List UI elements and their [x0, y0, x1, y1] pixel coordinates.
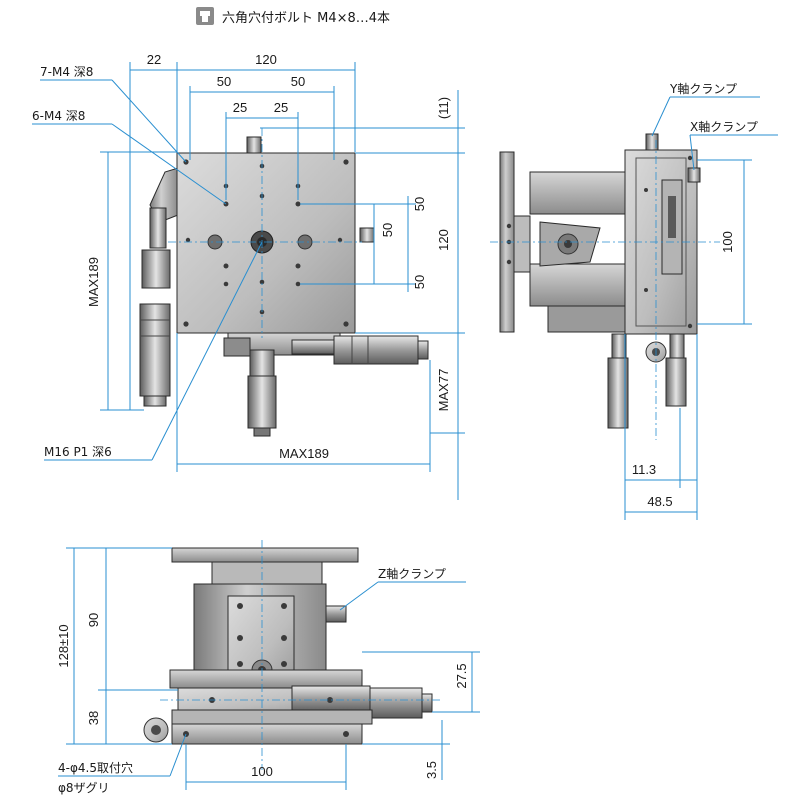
mount-holes-label: 4-φ4.5取付穴: [58, 760, 133, 775]
x-clamp-knob: [687, 167, 701, 183]
callout-center-tap: M16 P1 深6: [44, 445, 112, 459]
counterbore-label: φ8ザグリ: [58, 781, 110, 795]
dim-width-top: 120: [255, 52, 277, 67]
dim-side-depth: 48.5: [647, 494, 672, 509]
dim-side-offset: 11.3: [632, 462, 656, 477]
dim-max-width: MAX189: [279, 446, 329, 461]
x-micrometer-bottom: [223, 332, 429, 437]
callout-tap-6: 6-M4 深8: [32, 109, 85, 123]
z-clamp-knob: [325, 605, 347, 623]
dim-max-depth: MAX77: [436, 369, 451, 412]
dim-side-height: 100: [720, 231, 735, 253]
dim-offset-left: 22: [147, 52, 161, 67]
dim-height-total: 120: [436, 229, 451, 251]
right-clamp-knob: [359, 227, 375, 243]
top-view: 22 120 50 50 25 25 (11) 120 50 50: [32, 52, 465, 500]
dim-offset-top: (11): [436, 97, 451, 119]
front-base: [171, 723, 363, 745]
top-callouts: 7-M4 深8 6-M4 深8 M16 P1 深6: [32, 65, 263, 461]
bottom-max-dimension: MAX189: [176, 333, 431, 472]
dim-v-lower: 50: [412, 275, 427, 289]
side-view: Y軸クランプ X軸クランプ 100 11.3 48.5: [490, 82, 778, 520]
dim-front-lower: 38: [86, 711, 101, 725]
bolt-note-text: 六角穴付ボルト M4×8…4本: [222, 11, 390, 26]
y-clamp-label: Y軸クランプ: [669, 82, 737, 96]
dim-front-total-height: 128±10: [56, 624, 71, 667]
hex-socket-bolt-icon: [196, 7, 214, 25]
dim-half-left: 50: [217, 74, 231, 89]
right-dimensions: (11) 120 50 50 50 MAX77: [260, 90, 465, 500]
z-clamp-label: Z軸クランプ: [378, 567, 446, 581]
dim-front-base-width: 100: [251, 764, 273, 779]
header-note: 六角穴付ボルト M4×8…4本: [196, 7, 390, 26]
dim-front-right-bottom: 3.5: [424, 761, 439, 779]
dim-max-height: MAX189: [86, 257, 101, 307]
top-dimensions: 22 120 50 50 25 25: [129, 52, 356, 410]
front-top-plate: [171, 547, 359, 563]
y-micrometer-left: [139, 167, 179, 407]
left-max-dimension: MAX189: [86, 151, 177, 411]
dim-front-right-mid: 27.5: [454, 663, 469, 688]
dim-quarter-right: 25: [274, 100, 288, 115]
front-view: Z軸クランプ 4-φ4.5取付穴 φ8ザグリ 128±10 90 38 27.5…: [56, 540, 480, 795]
dim-v-upper: 50: [412, 197, 427, 211]
top-clamp-knob: [246, 136, 262, 154]
callout-tap-7: 7-M4 深8: [40, 65, 93, 79]
dim-quarter-left: 25: [233, 100, 247, 115]
dim-v-center: 50: [380, 223, 395, 237]
dim-front-upper: 90: [86, 613, 101, 627]
x-clamp-label: X軸クランプ: [690, 120, 758, 134]
y-clamp-knob: [645, 133, 659, 151]
dim-half-right: 50: [291, 74, 305, 89]
